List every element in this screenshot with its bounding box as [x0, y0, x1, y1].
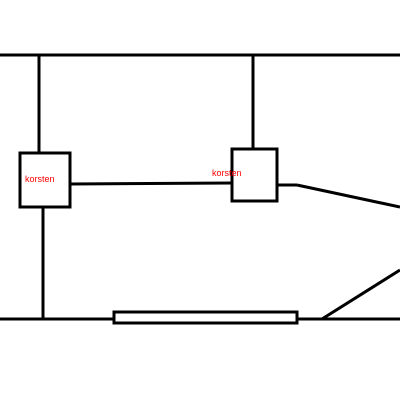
box-korsten-2-label: korsten	[212, 168, 242, 178]
box-korsten-1-label: korsten	[25, 174, 55, 184]
box-korsten-1: korsten	[18, 151, 72, 209]
box-korsten-1-rect	[18, 151, 72, 209]
elongated-bar	[112, 310, 299, 325]
bottom-right-diagonal-line	[321, 268, 400, 321]
box-korsten-2: korsten	[212, 147, 279, 203]
box2-diagonal-line	[296, 183, 400, 209]
box-korsten-2-rect	[230, 147, 279, 203]
box-connector-line	[69, 181, 233, 186]
